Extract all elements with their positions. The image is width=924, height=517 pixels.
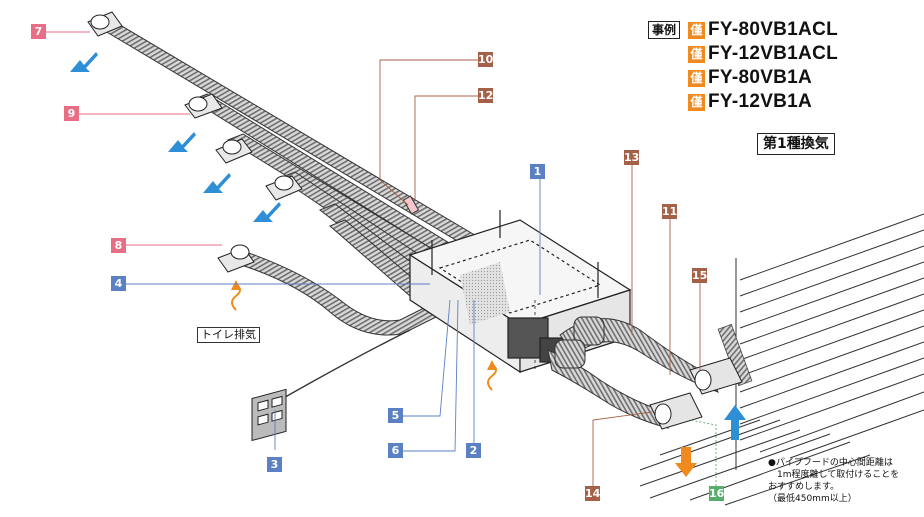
ventilation-type: 第1種換気 bbox=[757, 133, 835, 155]
controller-switch bbox=[251, 329, 411, 442]
callout-14: 14 bbox=[585, 486, 601, 501]
ceiling-grilles bbox=[87, 11, 303, 273]
callout-8: 8 bbox=[111, 238, 126, 253]
airflow-arrows bbox=[70, 52, 746, 477]
callout-9: 9 bbox=[64, 106, 79, 121]
leader-lines bbox=[46, 31, 717, 490]
callout-11: 11 bbox=[662, 204, 678, 219]
badge-icon: 僅 bbox=[688, 93, 705, 111]
callout-15: 15 bbox=[692, 268, 708, 283]
wall bbox=[639, 190, 924, 517]
callout-16: 16 bbox=[709, 486, 725, 501]
model-row-2: 僅 FY-12VB1ACL bbox=[688, 43, 838, 65]
callout-4: 4 bbox=[111, 276, 126, 291]
model-row-3: 僅 FY-80VB1A bbox=[688, 67, 812, 89]
toilet-exhaust-label: トイレ排気 bbox=[197, 327, 260, 343]
callout-12: 12 bbox=[478, 88, 494, 103]
model-row-1: 僅 FY-80VB1ACL bbox=[688, 19, 838, 41]
model-name: FY-80VB1A bbox=[708, 67, 813, 88]
exhaust-ducts bbox=[98, 21, 501, 336]
hood-spacing-note: ●パイプフードの中心間距離は 1m程度離して取付けることを おすすめします。 （… bbox=[768, 458, 900, 504]
badge-icon: 僅 bbox=[688, 69, 705, 87]
badge-icon: 僅 bbox=[688, 45, 705, 63]
callout-5: 5 bbox=[388, 408, 403, 423]
callout-1: 1 bbox=[530, 164, 545, 179]
outdoor-ducts bbox=[547, 316, 743, 430]
model-name: FY-12VB1ACL bbox=[708, 43, 839, 64]
callout-6: 6 bbox=[388, 443, 403, 458]
model-name: FY-80VB1ACL bbox=[708, 19, 839, 40]
callout-3: 3 bbox=[267, 457, 282, 472]
callout-7: 7 bbox=[31, 24, 46, 39]
model-name: FY-12VB1A bbox=[708, 91, 813, 112]
badge-icon: 僅 bbox=[688, 21, 705, 39]
example-label: 事例 bbox=[648, 21, 681, 39]
callout-13: 13 bbox=[624, 150, 640, 165]
model-row-4: 僅 FY-12VB1A bbox=[688, 91, 812, 113]
main-unit bbox=[408, 210, 632, 374]
callout-10: 10 bbox=[478, 52, 494, 67]
callout-2: 2 bbox=[466, 443, 481, 458]
